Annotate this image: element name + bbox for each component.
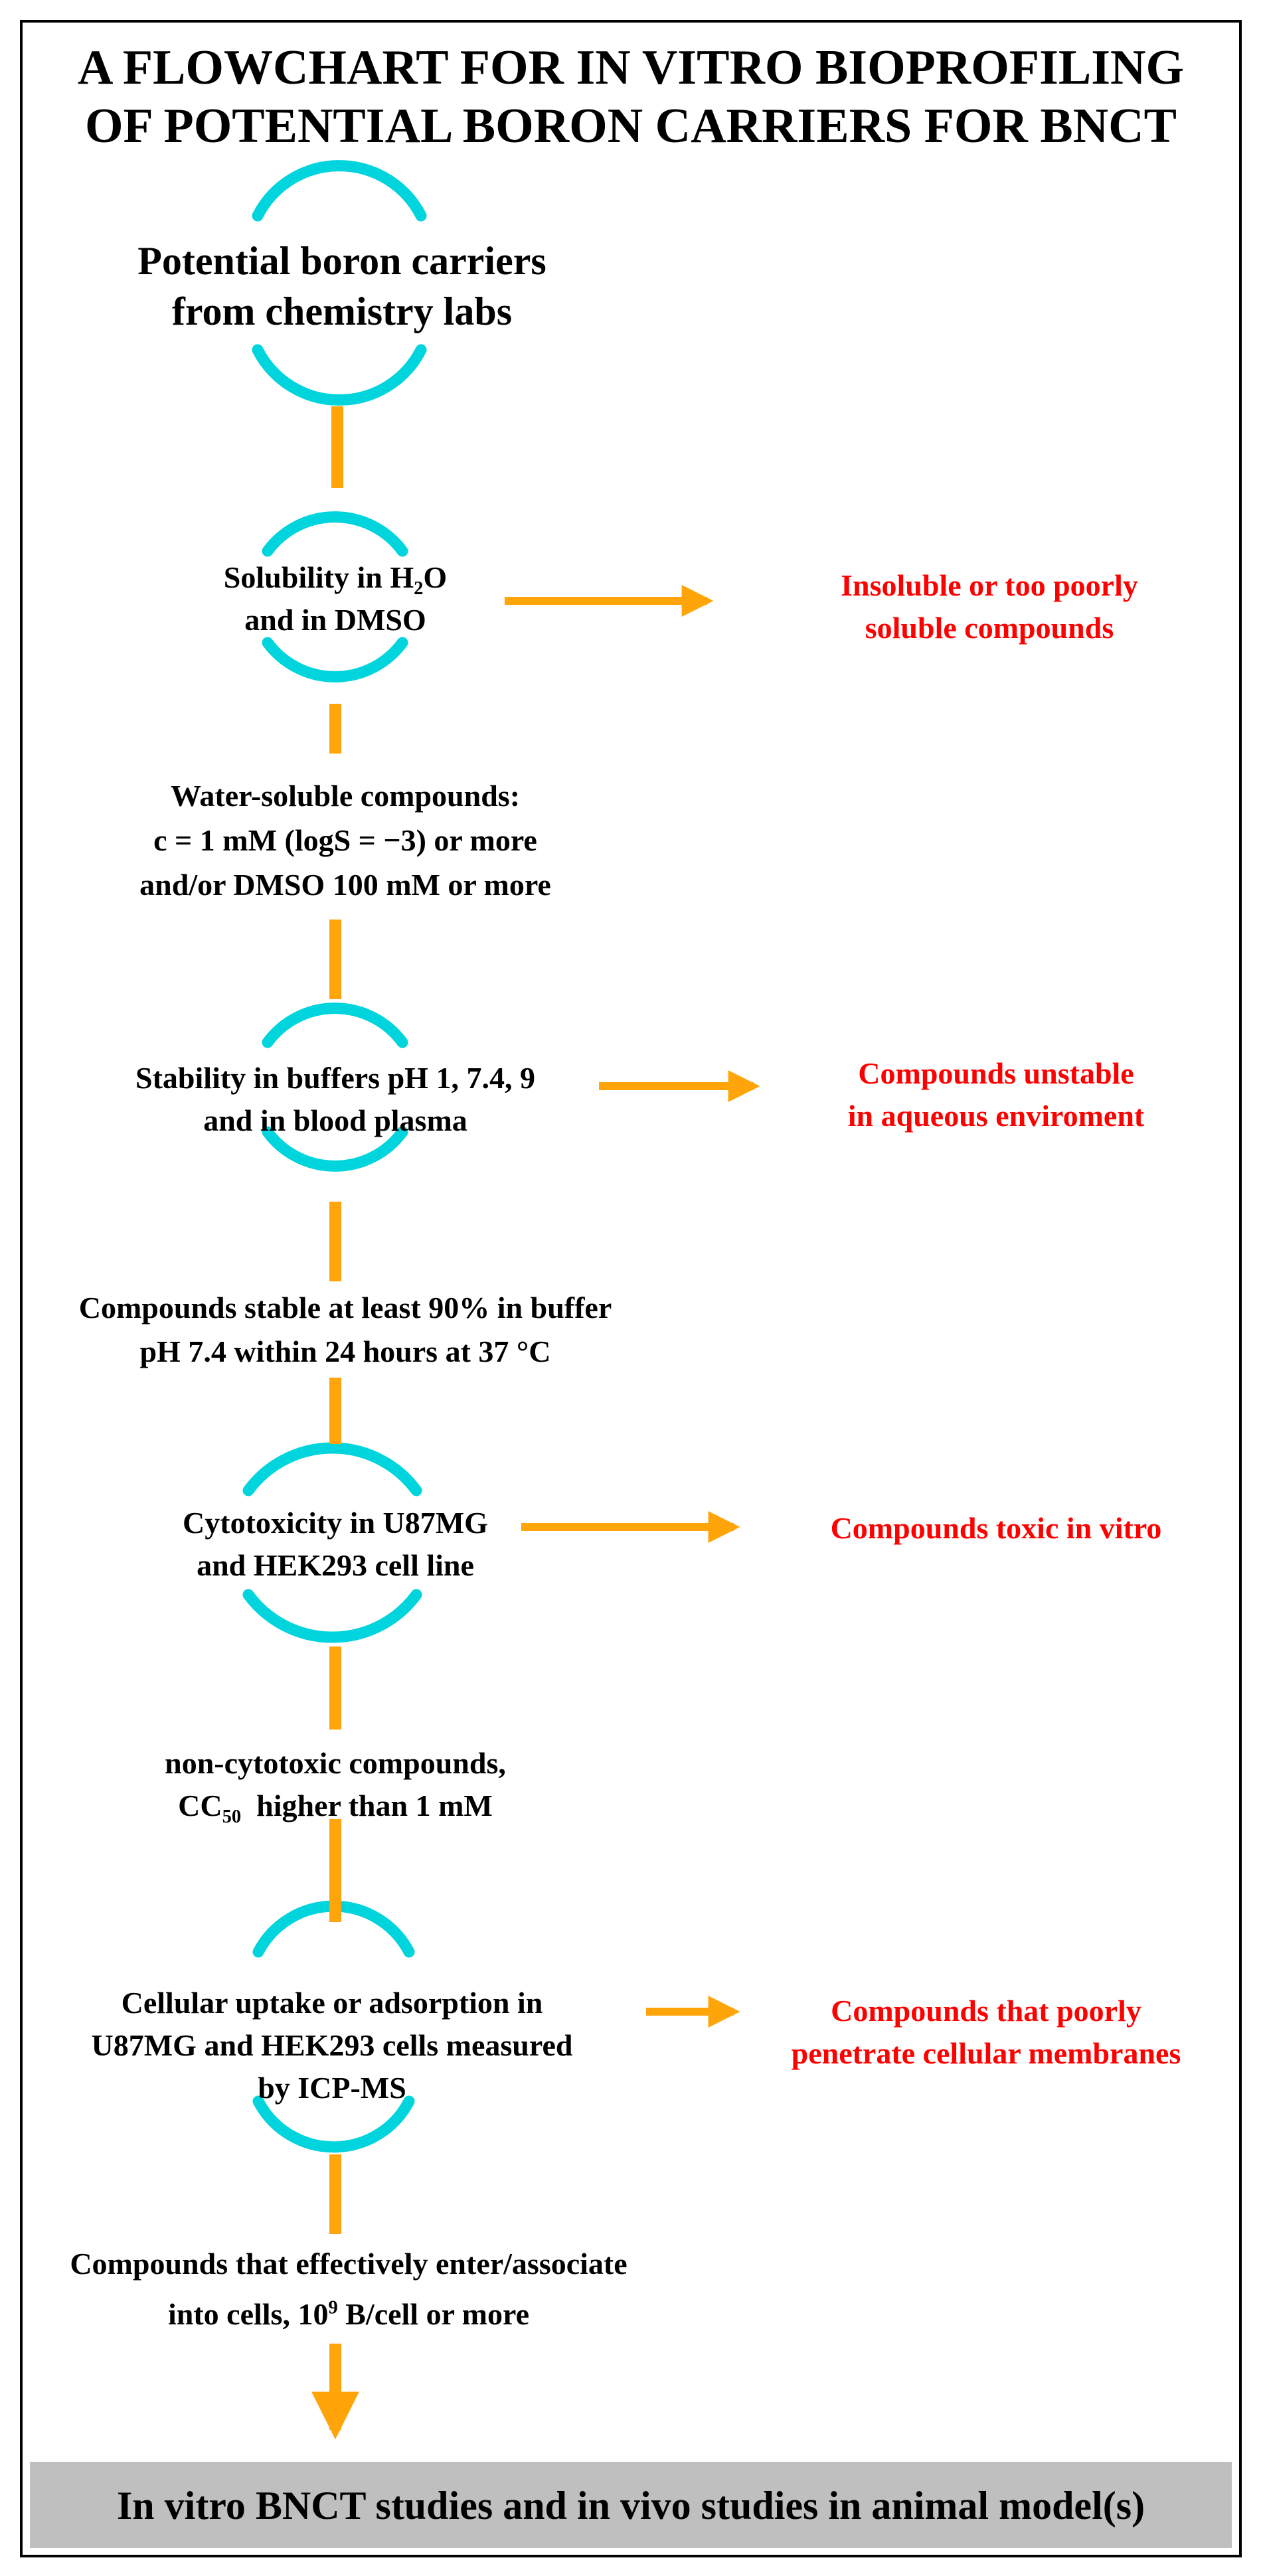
- criteria-2-line-2: pH 7.4 within 24 hours at 37 °C: [139, 1334, 551, 1368]
- step-5-line-3: by ICP-MS: [258, 2071, 406, 2105]
- title-line-1: A FLOWCHART FOR IN VITRO BIOPROFILING: [77, 40, 1185, 95]
- reject-2-label: Compounds unstable in aqueous enviroment: [744, 1052, 1248, 1137]
- step1-arc-top: [252, 160, 427, 222]
- criteria-1-label: Water-soluble compounds: c = 1 mM (logS …: [46, 773, 644, 907]
- step-1-line-2: from chemistry labs: [171, 289, 513, 333]
- criteria-4-line-1: Compounds that effectively enter/associa…: [70, 2247, 628, 2281]
- step-2-line-1-b: O: [423, 560, 448, 594]
- criteria-3-line-2: CC50 higher than 1 mM: [70, 1785, 601, 1827]
- step4-arc-bottom: [242, 1589, 422, 1643]
- reject-4-line-1: Compounds that poorly: [831, 1994, 1141, 2028]
- step-3-line-1: Stability in buffers pH 1, 7.4, 9: [135, 1061, 535, 1095]
- step3-arc-bottom: [262, 1126, 408, 1172]
- step-2-line-1: Solubility in H2O: [136, 556, 535, 599]
- step-5-line-2: U87MG and HEK293 cells measured: [91, 2028, 573, 2062]
- title-line-2: OF POTENTIAL BORON CARRIERS FOR BNCT: [85, 99, 1177, 153]
- step5-arc-bottom: [252, 2095, 415, 2153]
- step2-arc-bottom: [262, 637, 408, 683]
- criteria-4-line-2: into cells, 109 B/cell or more: [7, 2289, 691, 2340]
- step-2-line-1-a: Solubility in H: [223, 560, 414, 594]
- page-title: A FLOWCHART FOR IN VITRO BIOPROFILING OF…: [63, 39, 1199, 155]
- step-4-line-1: Cytotoxicity in U87MG: [183, 1506, 488, 1540]
- criteria-2-label: Compounds stable at least 90% in buffer …: [17, 1286, 674, 1374]
- reject-1-label: Insoluble or too poorly soluble compound…: [724, 564, 1255, 649]
- reject-4-label: Compounds that poorly penetrate cellular…: [717, 1990, 1255, 2075]
- criteria-1-line-3: and/or DMSO 100 mM or more: [139, 868, 551, 902]
- reject-1-line-1: Insoluble or too poorly: [841, 568, 1138, 602]
- step-5-line-1: Cellular uptake or adsorption in: [121, 1986, 543, 2020]
- criteria-4-line-2-b: B/cell or more: [337, 2297, 529, 2331]
- criteria-4-line-2-a: into cells, 10: [167, 2297, 329, 2331]
- outer-border: [20, 20, 1242, 2557]
- step-5-label: Cellular uptake or adsorption in U87MG a…: [40, 1982, 624, 2109]
- step3-arc-top: [262, 1003, 408, 1048]
- reject-3-line-1: Compounds toxic in vitro: [830, 1511, 1162, 1545]
- step-3-label: Stability in buffers pH 1, 7.4, 9 and in…: [53, 1057, 618, 1142]
- criteria-1-line-1: Water-soluble compounds:: [170, 779, 521, 813]
- criteria-1-line-2: c = 1 mM (logS = −3) or more: [153, 823, 537, 857]
- criteria-3-label: non-cytotoxic compounds, CC50 higher tha…: [70, 1742, 601, 1827]
- reject-4-line-2: penetrate cellular membranes: [791, 2036, 1181, 2070]
- final-box: [30, 2462, 1232, 2548]
- reject-2-line-2: in aqueous enviroment: [847, 1099, 1145, 1133]
- step-2-label: Solubility in H2O and in DMSO: [136, 556, 535, 641]
- step-4-label: Cytotoxicity in U87MG and HEK293 cell li…: [103, 1502, 568, 1587]
- step-2-line-1-sub: 2: [414, 578, 424, 600]
- reject-1-line-2: soluble compounds: [865, 611, 1114, 645]
- step-3-line-2: and in blood plasma: [203, 1103, 467, 1137]
- criteria-4-line-2-sup: 9: [328, 2297, 338, 2318]
- step-2-line-2: and in DMSO: [244, 603, 426, 637]
- step2-arc-top: [262, 511, 408, 557]
- step1-arc-bottom: [252, 344, 427, 406]
- criteria-2-line-1: Compounds stable at least 90% in buffer: [78, 1291, 612, 1325]
- step4-arc-top: [242, 1442, 422, 1496]
- criteria-3-line-2-sub: 50: [222, 1807, 242, 1828]
- criteria-3-line-2-a: CC: [178, 1789, 222, 1822]
- criteria-4-label: Compounds that effectively enter/associa…: [7, 2239, 691, 2340]
- step-1-label: Potential boron carriers from chemistry …: [73, 236, 611, 337]
- step-1-line-1: Potential boron carriers: [137, 239, 546, 283]
- criteria-3-line-1: non-cytotoxic compounds,: [165, 1746, 506, 1780]
- step-4-line-2: and HEK293 cell line: [197, 1548, 474, 1582]
- final-box-label: In vitro BNCT studies and in vivo studie…: [116, 2484, 1145, 2528]
- criteria-3-line-2-b: higher than 1 mM: [241, 1789, 493, 1822]
- reject-3-label: Compounds toxic in vitro: [764, 1507, 1228, 1550]
- reject-2-line-1: Compounds unstable: [858, 1056, 1134, 1090]
